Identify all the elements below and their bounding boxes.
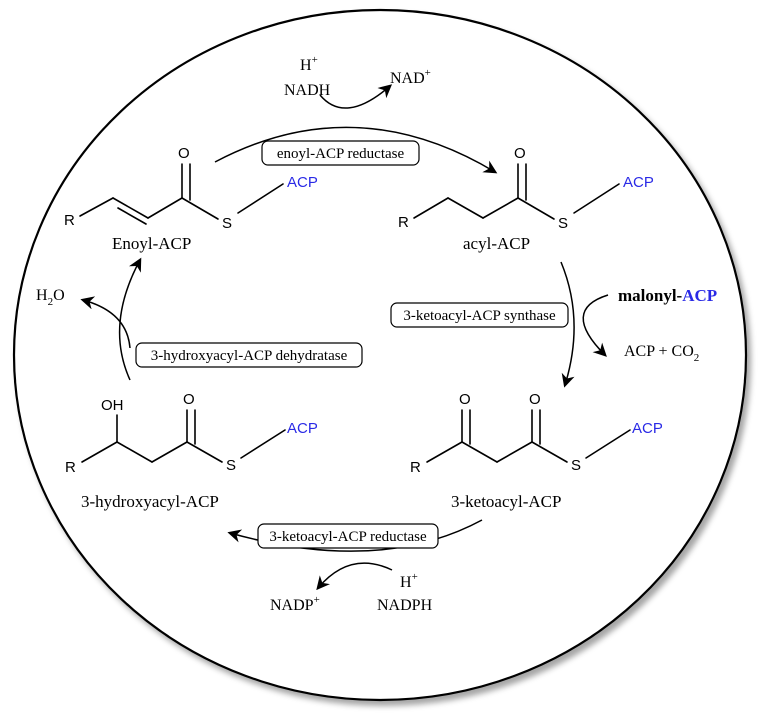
- nadph-to-nadp-arrow: [316, 562, 393, 591]
- hydroxyacyl-acp-structure: R OH O S ACP 3-hydroxyacyl-ACP: [65, 391, 318, 511]
- ketoacyl-acp-structure: R O O S ACP 3-ketoacyl-ACP: [410, 391, 663, 511]
- enoyl-acp-name: Enoyl-ACP: [112, 234, 191, 253]
- carbonyl-oxygen-label: O: [178, 145, 190, 162]
- ketoacyl-acp-name: 3-ketoacyl-ACP: [451, 492, 561, 511]
- water-label: H2O: [36, 287, 65, 308]
- synthase-box: [390, 302, 569, 328]
- carbonyl-oxygen-label: O: [183, 391, 195, 408]
- r-group-label: R: [398, 214, 409, 231]
- acp-label: ACP: [287, 174, 318, 191]
- acyl-acp-name: acyl-ACP: [463, 234, 530, 253]
- acyl-acp-structure: R O S ACP acyl-ACP: [398, 145, 654, 253]
- sulfur-label: S: [558, 215, 568, 232]
- acp-co2-label: ACP + CO2: [624, 343, 699, 364]
- keto-reductase-label: 3-ketoacyl-ACP reductase: [269, 529, 427, 545]
- h-plus-bottom: H+: [400, 571, 418, 591]
- sulfur-label: S: [222, 215, 232, 232]
- hydroxyacyl-acp-name: 3-hydroxyacyl-ACP: [81, 492, 219, 511]
- keto-oxygen-label: O: [459, 391, 471, 408]
- hydroxyl-label: OH: [101, 397, 124, 414]
- acp-label: ACP: [632, 420, 663, 437]
- nadh-label: NADH: [284, 82, 331, 99]
- r-group-label: R: [410, 459, 421, 476]
- r-group-label: R: [65, 459, 76, 476]
- nadph-label: NADPH: [377, 597, 433, 614]
- malonyl-to-acp-co2-arrow: [582, 294, 609, 357]
- synthase-label: 3-ketoacyl-ACP synthase: [403, 308, 556, 324]
- dehydratase-label: 3-hydroxyacyl-ACP dehydratase: [151, 348, 348, 364]
- enoyl-reductase-arrow: [214, 126, 498, 174]
- nadp-plus-label: NADP+: [270, 594, 320, 614]
- sulfur-label: S: [226, 457, 236, 474]
- carbonyl-oxygen-label: O: [529, 391, 541, 408]
- malonyl-acp-label: malonyl-ACP: [618, 286, 717, 305]
- nad-plus-label: NAD+: [390, 67, 431, 87]
- carbonyl-oxygen-label: O: [514, 145, 526, 162]
- acp-label: ACP: [287, 420, 318, 437]
- cycle-boundary-ellipse: [12, 8, 748, 702]
- enoyl-acp-structure: R O S ACP Enoyl-ACP: [64, 145, 318, 253]
- keto-reductase-box: [257, 523, 439, 549]
- water-release-arrow: [80, 296, 131, 349]
- synthase-arrow: [560, 261, 575, 388]
- dehydratase-box: [135, 342, 363, 368]
- sulfur-label: S: [571, 457, 581, 474]
- acp-label: ACP: [623, 174, 654, 191]
- enoyl-reductase-label: enoyl-ACP reductase: [277, 146, 405, 162]
- nadh-to-nad-arrow: [319, 84, 393, 109]
- r-group-label: R: [64, 212, 75, 229]
- enoyl-reductase-box: [261, 140, 420, 166]
- h-plus-top: H+: [300, 54, 318, 74]
